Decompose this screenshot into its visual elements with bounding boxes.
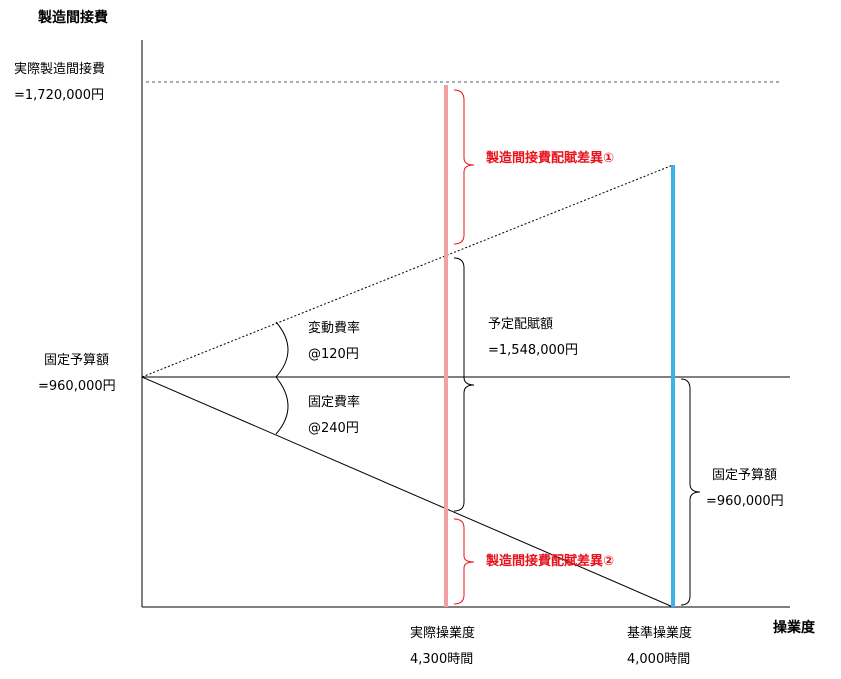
fixed-budget-left-label: 固定予算額 (44, 353, 110, 368)
y-axis-title: 製造間接費 (38, 10, 108, 26)
actual-overhead-value: =1,720,000円 (14, 88, 105, 103)
variable-rate-label: 変動費率 (308, 321, 361, 336)
x-axis-title: 操業度 (773, 620, 815, 636)
applied-amount-brace (453, 257, 475, 512)
variance-1-label: 製造間接費配賦差異① (486, 151, 615, 166)
applied-amount-label: 予定配賦額 (488, 317, 554, 332)
applied-amount-value: =1,548,000円 (488, 343, 579, 358)
fixed-rate-arc (275, 376, 289, 435)
fixed-budget-brace (680, 378, 701, 606)
variable-rate-value: @120円 (308, 347, 359, 362)
actual-activity-value: 4,300時間 (410, 652, 474, 667)
variable-rate-arc (275, 321, 289, 378)
variance-2-brace (453, 518, 475, 605)
actual-overhead-label: 実際製造間接費 (14, 62, 106, 77)
budget-line (141, 164, 674, 378)
normal-activity-value: 4,000時間 (627, 652, 691, 667)
fixed-rate-value: @240円 (308, 421, 359, 436)
fixed-budget-right-value: =960,000円 (706, 494, 784, 509)
fixed-rate-label: 固定費率 (308, 395, 361, 410)
fixed-budget-right-label: 固定予算額 (712, 468, 778, 483)
actual-activity-label: 実際操業度 (410, 626, 476, 641)
variance-1-brace (453, 89, 475, 245)
normal-activity-label: 基準操業度 (627, 626, 693, 641)
fixed-budget-left-value: =960,000円 (38, 379, 116, 394)
applied-overhead-line (141, 376, 674, 608)
variance-2-label: 製造間接費配賦差異② (486, 554, 615, 569)
